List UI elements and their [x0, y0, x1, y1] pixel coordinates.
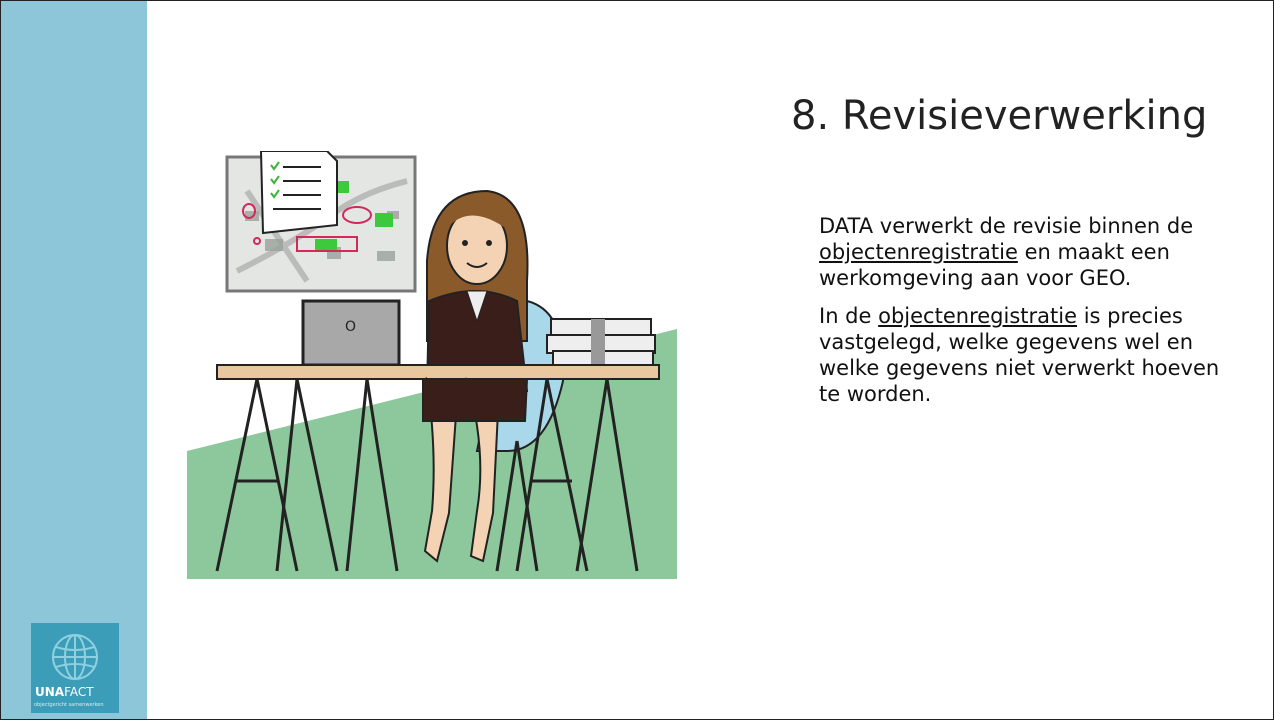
- logo-tagline: objectgericht samenwerken: [34, 702, 104, 708]
- paragraph-2-text-b: is precies vastgelegd, welke gegevens we…: [819, 304, 1220, 406]
- sidebar-band: [1, 1, 147, 719]
- logo-wordmark: UNAFACT: [35, 685, 94, 699]
- paragraph-2-text-a: In de: [819, 304, 872, 328]
- objectenregistratie-link-2[interactable]: objectenregistratie: [878, 304, 1077, 328]
- objectenregistratie-link-1[interactable]: objectenregistratie: [819, 240, 1018, 264]
- paragraph-1: DATA verwerkt de revisie binnen de objec…: [819, 213, 1239, 291]
- paragraph-1-text-b: en maakt een werkomgeving aan voor GEO.: [819, 240, 1170, 290]
- paragraph-2: In de objectenregistratie is precies vas…: [819, 303, 1239, 407]
- slide-body: DATA verwerkt de revisie binnen de objec…: [819, 213, 1239, 419]
- svg-text:O: O: [345, 319, 356, 335]
- globe-icon: [52, 634, 98, 680]
- unafact-logo: UNAFACT objectgericht samenwerken: [31, 623, 119, 713]
- woman-at-desk-illustration: O: [187, 151, 677, 579]
- paragraph-1-text-a: DATA verwerkt de revisie binnen de: [819, 214, 1194, 238]
- slide-title: 8. Revisieverwerking: [791, 93, 1208, 139]
